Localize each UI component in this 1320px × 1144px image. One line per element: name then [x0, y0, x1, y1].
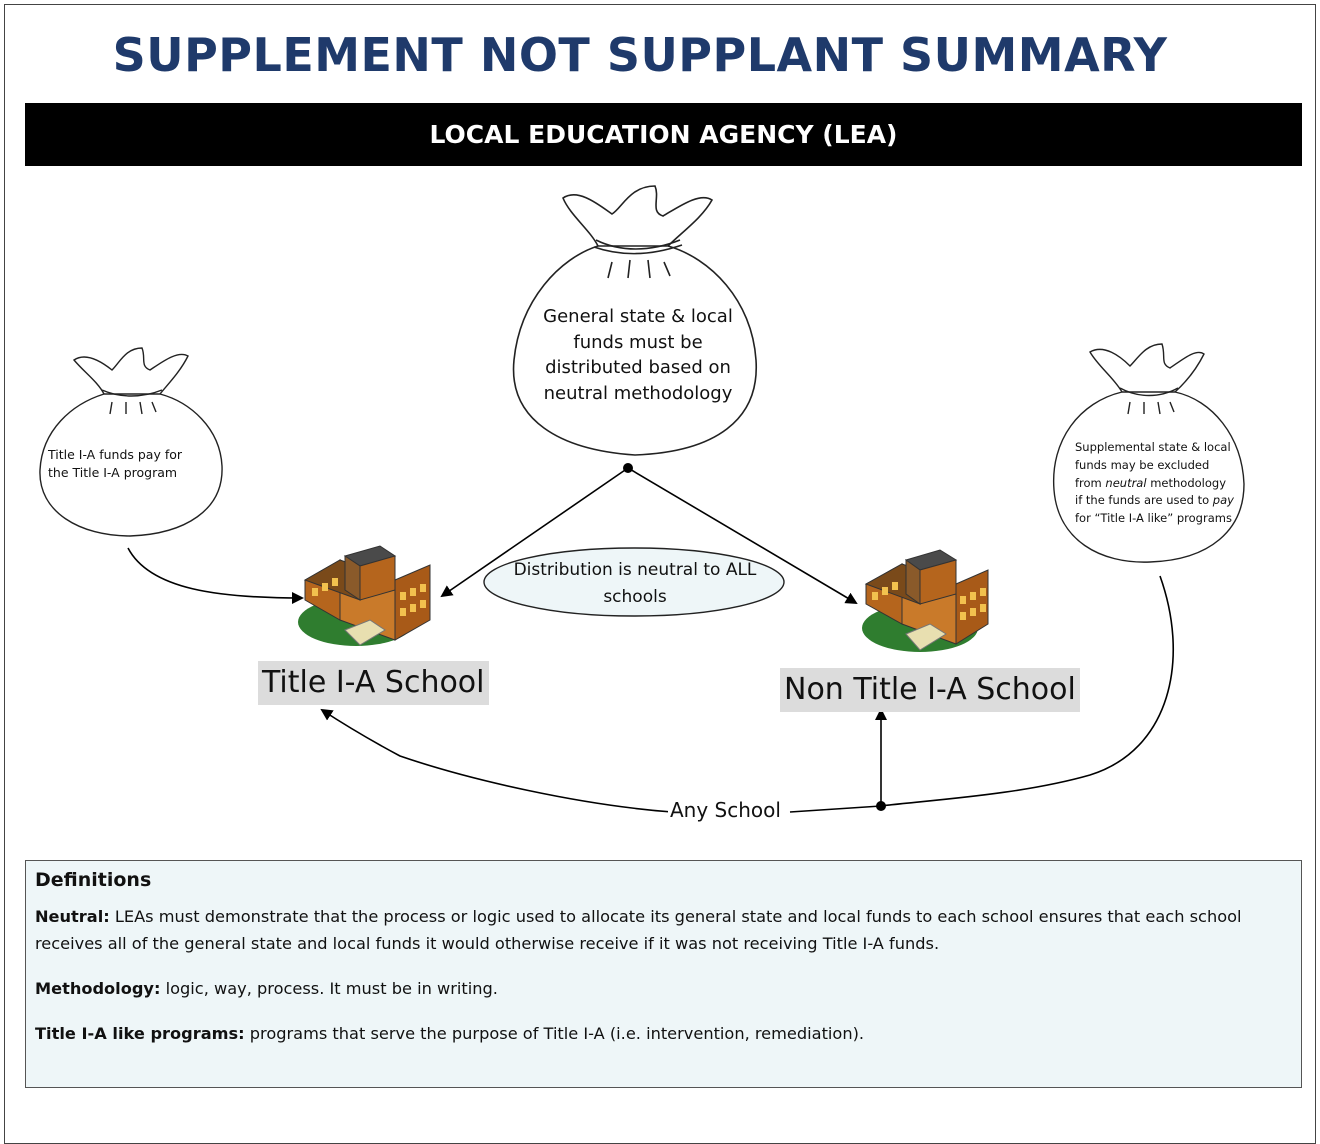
title-school-building-icon [298, 545, 431, 646]
definitions-heading: Definitions [35, 869, 152, 891]
neutral-note-text: Distribution is neutral to ALL schools [513, 560, 757, 607]
definition-term: Title I-A like programs: [35, 1024, 245, 1043]
definition-text: LEAs must demonstrate that the process o… [35, 907, 1242, 953]
connector-right-bag-to-any-school [880, 575, 1175, 807]
page-title: SUPPLEMENT NOT SUPPLANT SUMMARY [112, 28, 1168, 82]
arrow-to-non-title-school [627, 467, 858, 605]
lea-banner: LOCAL EDUCATION AGENCY (LEA) [25, 103, 1302, 166]
left-bag-text: Title I-A funds pay for the Title I-A pr… [48, 447, 183, 480]
right-bag-text: Supplemental state & local funds may be … [1075, 439, 1235, 528]
center-bag-text: General state & local funds must be dist… [543, 306, 733, 404]
connector-junction-to-any-school [789, 805, 882, 813]
any-school-label: Any School [668, 798, 783, 822]
arrow-to-title-school [440, 467, 629, 598]
arrow-any-school-to-title-label [320, 708, 673, 813]
non-title-school-building-icon [862, 549, 989, 652]
right-bag-text-emphasis: neutral [1105, 475, 1147, 490]
right-bag-text-emphasis: pay [1212, 493, 1234, 508]
definitions-box: Definitions Neutral: LEAs must demonstra… [25, 860, 1302, 1088]
title-school-label: Title I-A School [258, 661, 489, 705]
right-bag-text-part: for “Title I-A like” programs [1075, 511, 1232, 526]
definition-text: logic, way, process. It must be in writi… [160, 979, 498, 998]
neutral-note-ellipse [483, 547, 785, 617]
center-money-bag-icon [512, 185, 757, 456]
definition-text: programs that serve the purpose of Title… [244, 1024, 865, 1043]
definition-item: Title I-A like programs: programs that s… [35, 1020, 1292, 1047]
arrow-left-bag-to-title-school [127, 547, 304, 604]
right-bag-text-part: Supplemental state & local funds may be … [1075, 440, 1231, 490]
definition-item: Methodology: logic, way, process. It mus… [35, 975, 1292, 1002]
definition-term: Methodology: [35, 979, 161, 998]
right-money-bag-icon [1052, 343, 1245, 563]
non-title-school-label: Non Title I-A School [780, 668, 1080, 712]
right-bag-text-part: methodology if the funds are used to [1075, 475, 1227, 508]
left-money-bag-icon [39, 347, 223, 537]
definition-term: Neutral: [35, 907, 110, 926]
definition-item: Neutral: LEAs must demonstrate that the … [35, 903, 1292, 957]
